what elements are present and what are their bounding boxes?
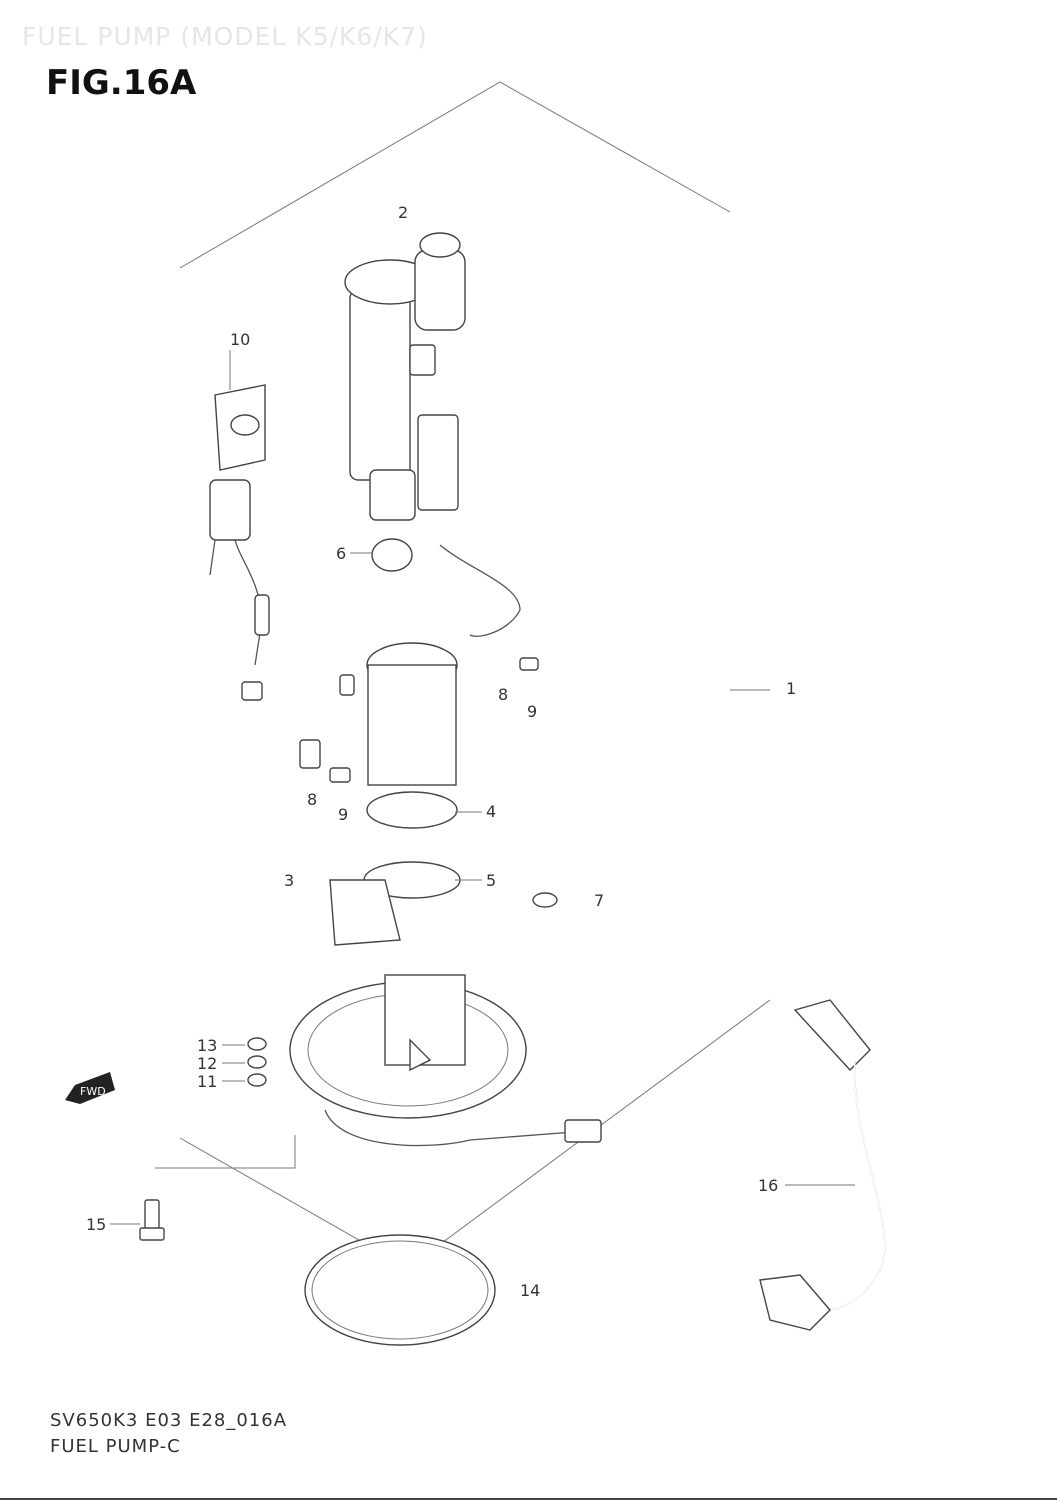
part-washers <box>247 1037 267 1087</box>
hose-upper-fitting <box>793 999 871 1072</box>
callout-5: 5 <box>486 871 496 890</box>
callout-numbers: 1 2 3 4 5 6 7 8 9 8 9 10 11 12 13 14 15 … <box>86 203 796 1300</box>
diagram-code: SV650K3 E03 E28_016A <box>50 1410 288 1431</box>
figure-title: FIG.16A <box>46 63 197 103</box>
callout-11: 11 <box>197 1072 217 1091</box>
callout-2: 2 <box>398 203 408 222</box>
callout-7: 7 <box>594 891 604 910</box>
holder-ring-4 <box>366 791 458 829</box>
pump-filter-sleeve <box>417 414 459 511</box>
holder-tab <box>339 674 355 696</box>
callout-leaders <box>110 350 855 1225</box>
fwd-arrow: FWD <box>65 1072 115 1104</box>
part-fuel-hose-16 <box>759 999 886 1331</box>
callout-14: 14 <box>520 1281 540 1300</box>
callout-16: 16 <box>758 1176 778 1195</box>
part-fuel-pump-motor <box>344 232 466 521</box>
base-fitting <box>409 1038 432 1072</box>
o-ring-7 <box>532 892 558 908</box>
callout-13: 13 <box>197 1036 217 1055</box>
callout-9b: 9 <box>527 702 537 721</box>
boundary-inset <box>155 1135 296 1169</box>
part-fuel-level-gauge <box>209 384 270 701</box>
bolt-8b <box>519 657 539 671</box>
nut-13 <box>247 1037 267 1051</box>
diagram-name: FUEL PUMP-C <box>50 1436 181 1457</box>
gauge-terminal <box>254 594 270 636</box>
cushion-11 <box>247 1073 267 1087</box>
gauge-float <box>230 414 260 436</box>
holder-clip <box>299 739 321 769</box>
faint-header-title: FUEL PUMP (MODEL K5/K6/K7) <box>22 22 428 51</box>
pump-outlet <box>369 469 416 521</box>
bolt-shank <box>144 1199 160 1231</box>
gauge-clip <box>241 681 263 701</box>
part-pump-base-plate <box>289 974 602 1147</box>
bolt-head <box>139 1227 165 1241</box>
hose-lower-fitting <box>759 1274 831 1331</box>
washer-12 <box>247 1055 267 1069</box>
gauge-arm <box>209 539 216 576</box>
part-pump-holder <box>299 642 558 946</box>
callout-8a: 8 <box>307 790 317 809</box>
pump-wiring-harness <box>439 544 521 637</box>
base-hose <box>324 1109 601 1147</box>
callout-10: 10 <box>230 330 250 349</box>
part-grommet-6 <box>371 538 413 572</box>
base-connector <box>564 1119 602 1143</box>
holder-body <box>367 664 457 786</box>
fwd-label: FWD <box>80 1085 106 1098</box>
pump-body <box>349 289 411 481</box>
base-bracket <box>384 974 466 1066</box>
pump-connector <box>419 232 461 258</box>
callout-4: 4 <box>486 802 496 821</box>
callout-3: 3 <box>284 871 294 890</box>
part-bolt-15 <box>139 1199 165 1241</box>
part-gasket-14 <box>304 1234 496 1346</box>
callout-9a: 9 <box>338 805 348 824</box>
callout-8b: 8 <box>498 685 508 704</box>
fwd-arrow-icon <box>65 1072 115 1104</box>
fuel-filter-3 <box>329 879 401 946</box>
bolt-8a <box>329 767 351 783</box>
callout-6: 6 <box>336 544 346 563</box>
gauge-body <box>209 479 251 541</box>
boundary-top <box>179 81 731 269</box>
callout-1: 1 <box>786 679 796 698</box>
callout-15: 15 <box>86 1215 106 1234</box>
callout-12: 12 <box>197 1054 217 1073</box>
pump-terminal-housing <box>414 249 466 331</box>
gasket-inner <box>311 1240 489 1340</box>
pump-nipple <box>409 344 436 376</box>
